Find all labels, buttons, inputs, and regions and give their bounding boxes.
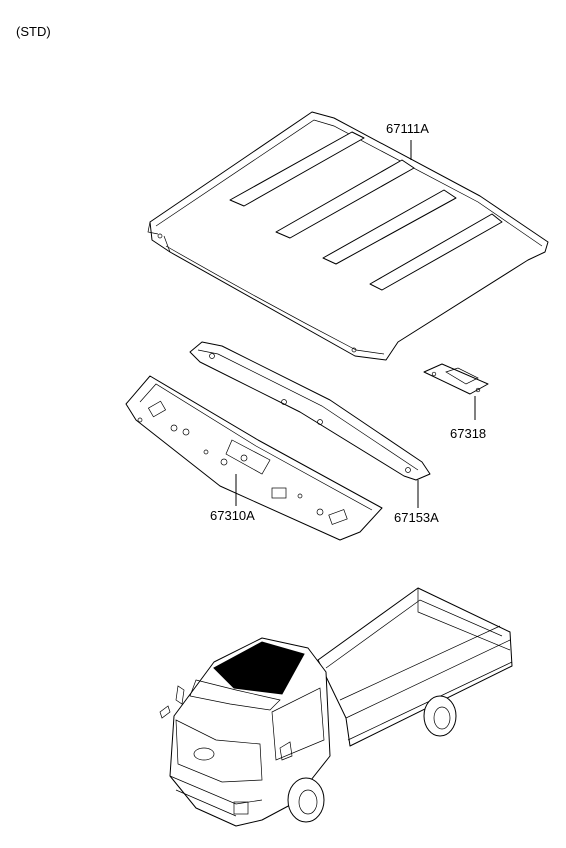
label-roof-panel: 67111A [386, 121, 429, 136]
truck-illustration [159, 587, 513, 827]
bracket[interactable] [423, 363, 489, 395]
label-roof-rail-center: 67153A [394, 510, 439, 525]
roof-rail-center[interactable] [189, 341, 431, 481]
roof-rail-front[interactable] [125, 375, 383, 541]
label-bracket: 67318 [450, 426, 486, 441]
label-roof-rail-front: 67310A [210, 508, 255, 523]
variant-label: (STD) [16, 24, 51, 39]
roof-panel[interactable] [147, 111, 549, 361]
